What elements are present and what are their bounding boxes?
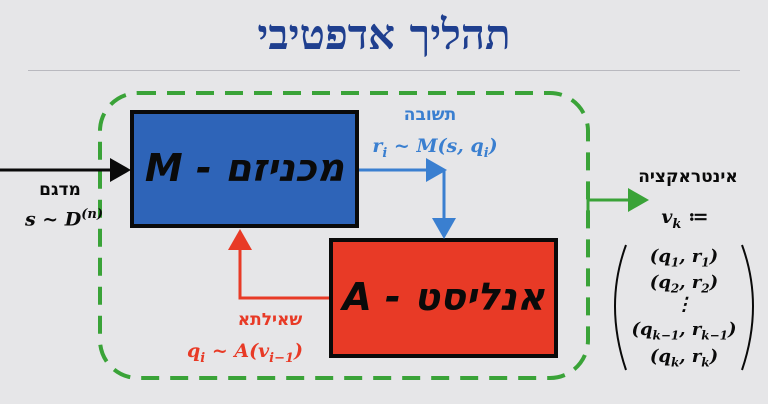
sequence-right-paren [741, 244, 754, 371]
input-label: מדגם [39, 180, 81, 200]
sequence-item-k: (qk, rk) [649, 346, 719, 370]
analyst-box [329, 238, 558, 358]
analyst-label: אנליסט - A [342, 275, 545, 319]
query-arrow [228, 229, 329, 300]
mechanism-label: מכניזם - M [144, 146, 345, 190]
query-label: שאילתא [237, 310, 303, 330]
sequence-item-2: (q2, r2) [649, 272, 719, 296]
response-label: תשובה [403, 105, 457, 125]
query-formula: qi ~ A(vi−1) [186, 340, 304, 366]
sequence-ellipsis: ⋮ [675, 294, 693, 315]
title-divider [28, 70, 740, 71]
input-formula: s ~ D(n) [24, 207, 104, 231]
sequence-item-1: (q1, r1) [649, 246, 719, 270]
interaction-label: אינטראקציה [638, 167, 738, 187]
sequence-item-k-minus-1: (qk−1, rk−1) [631, 319, 737, 343]
interaction-definition: vk ≔ [661, 206, 709, 232]
sequence-left-paren [614, 244, 627, 371]
adaptive-process-boundary [98, 91, 590, 380]
response-formula: ri ~ M(s, qi) [372, 135, 498, 161]
page-title: תהליך אדפטיבי [257, 10, 511, 59]
mechanism-box [130, 110, 359, 228]
